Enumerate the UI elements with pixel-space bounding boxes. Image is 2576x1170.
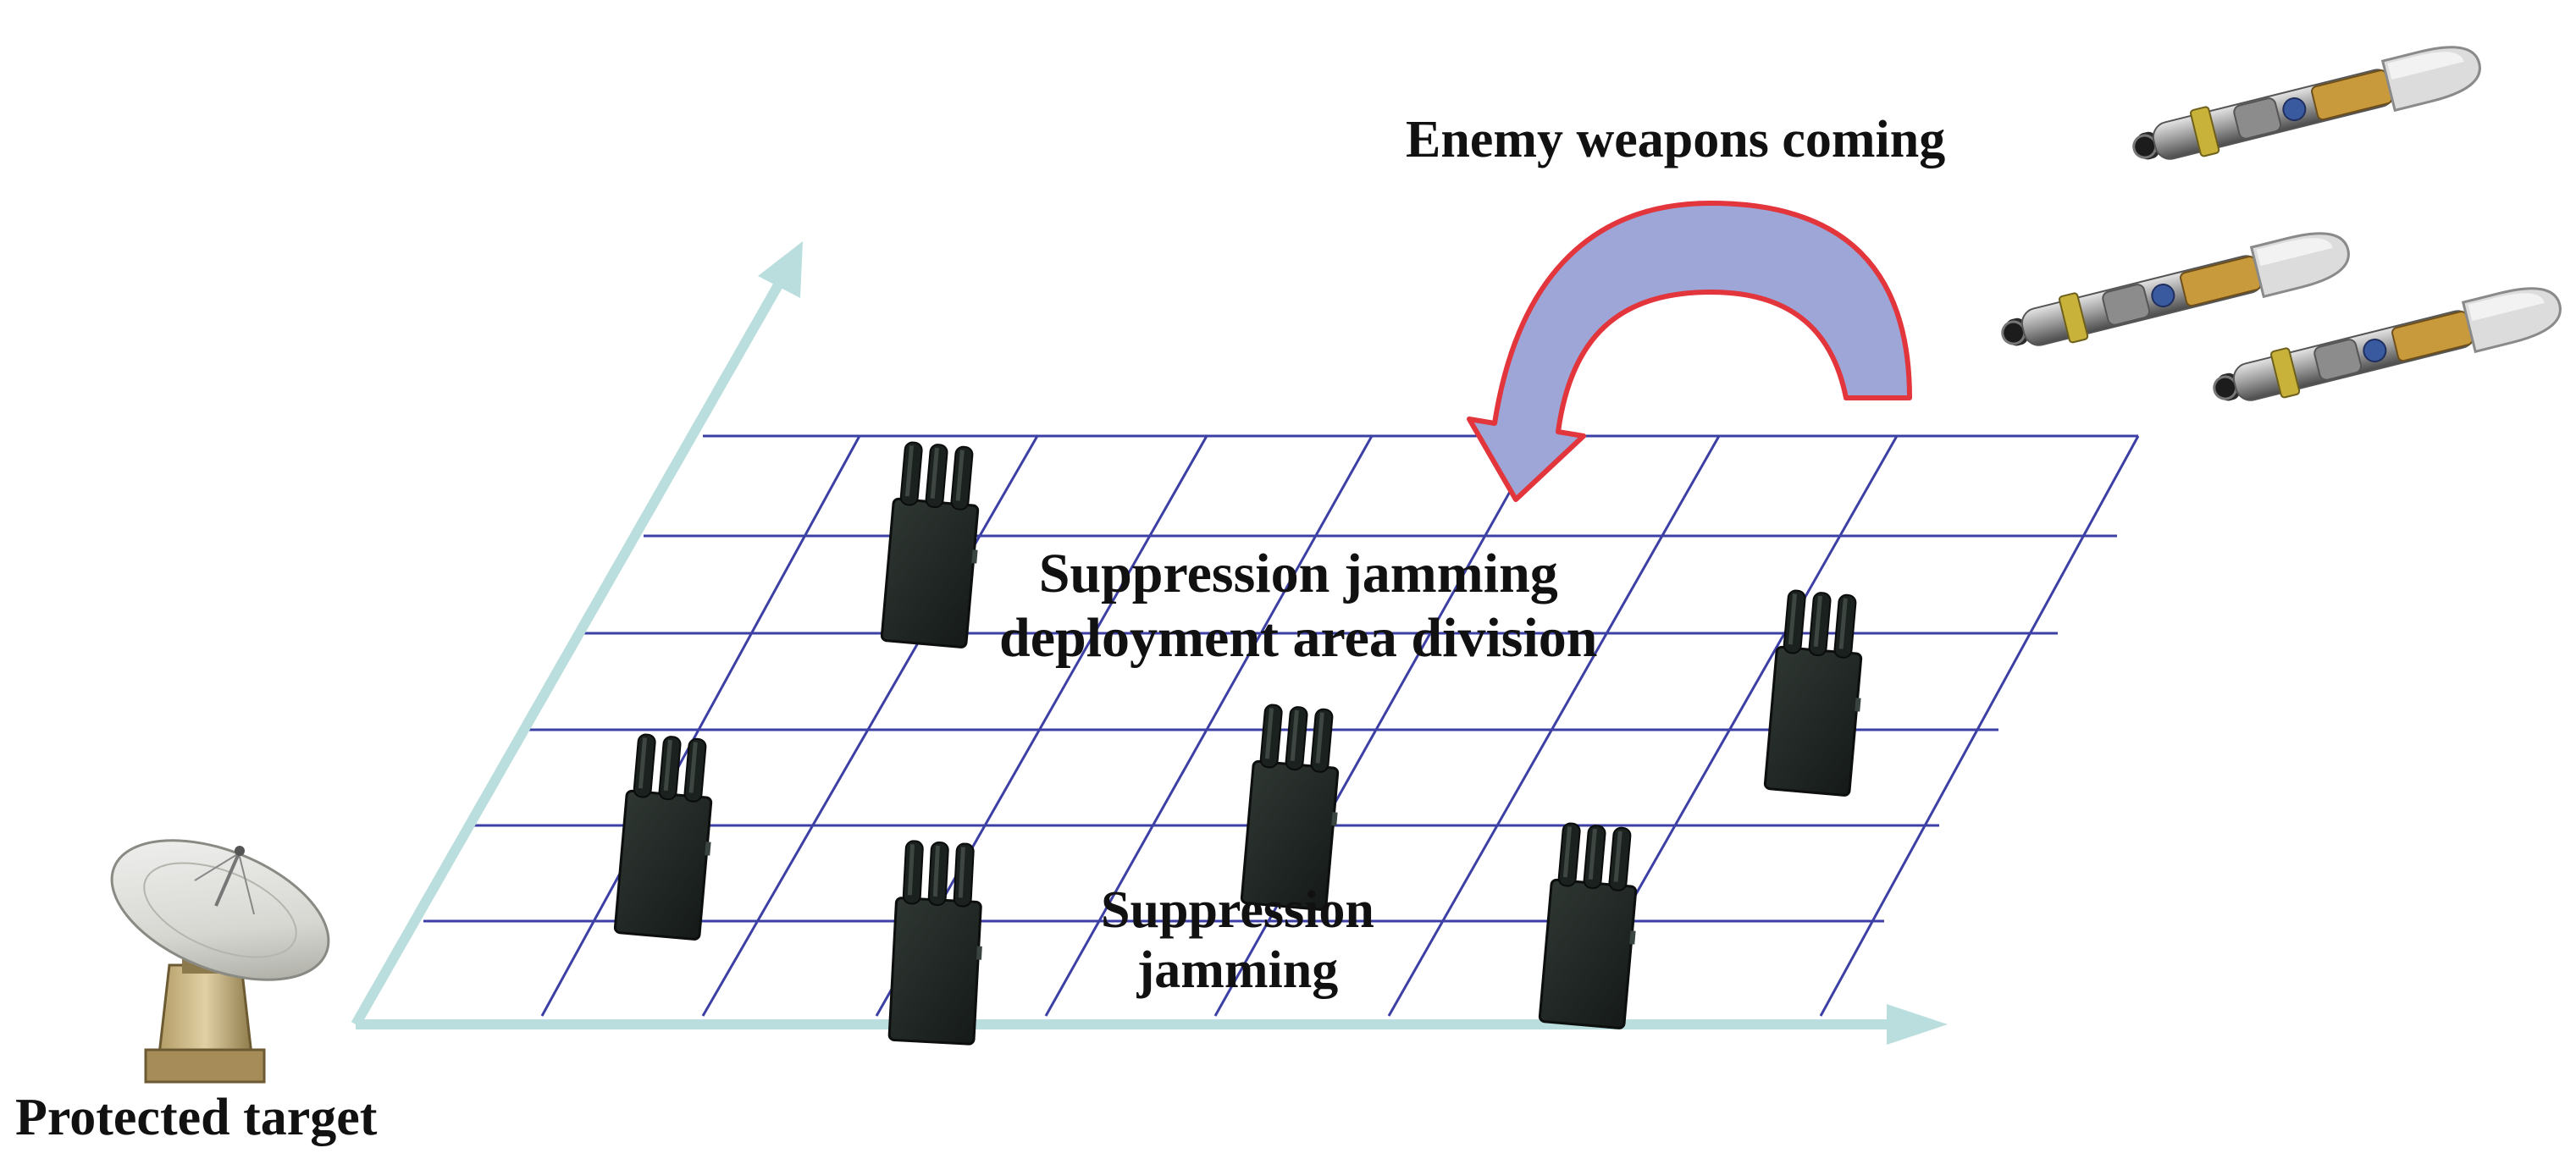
deployment-division-label-line1: Suppression jamming <box>1038 543 1558 604</box>
grid-column-line <box>1044 435 1374 1017</box>
missile-icon <box>1995 223 2356 361</box>
vertical-axis <box>351 281 784 1027</box>
jammer-device-icon <box>1240 702 1348 912</box>
curved-arrow-icon <box>1467 201 1912 502</box>
jammer-device-icon <box>613 731 721 941</box>
suppression-jamming-label: Suppression jamming <box>1101 880 1374 1002</box>
horizontal-axis-arrowhead <box>1887 1004 1948 1045</box>
jammer-device-icon <box>887 839 989 1046</box>
grid-column-line <box>701 435 1039 1017</box>
jammer-device-icon <box>880 439 988 649</box>
grid-column-line <box>1387 435 1721 1017</box>
grid-column-line <box>540 435 861 1017</box>
missile-icon <box>2126 36 2487 175</box>
jammer-device-icon <box>1538 820 1646 1030</box>
deployment-division-label-line2: deployment area division <box>999 606 1598 669</box>
jammer-device-icon <box>1763 588 1871 797</box>
radar-dish-icon <box>110 839 330 1084</box>
suppression-jamming-label-line2: jamming <box>1136 941 1339 1000</box>
missile-icon <box>2207 278 2568 417</box>
protected-target-label: Protected target <box>15 1089 378 1146</box>
suppression-jamming-label-line1: Suppression <box>1101 881 1374 939</box>
vertical-axis-arrowhead <box>758 241 803 298</box>
enemy-weapons-label: Enemy weapons coming <box>1406 111 1946 168</box>
axes <box>351 241 1948 1045</box>
grid-column-line <box>1213 435 1543 1017</box>
grid-column-line <box>1819 435 2140 1017</box>
deployment-division-label: Suppression jamming deployment area divi… <box>999 542 1598 671</box>
